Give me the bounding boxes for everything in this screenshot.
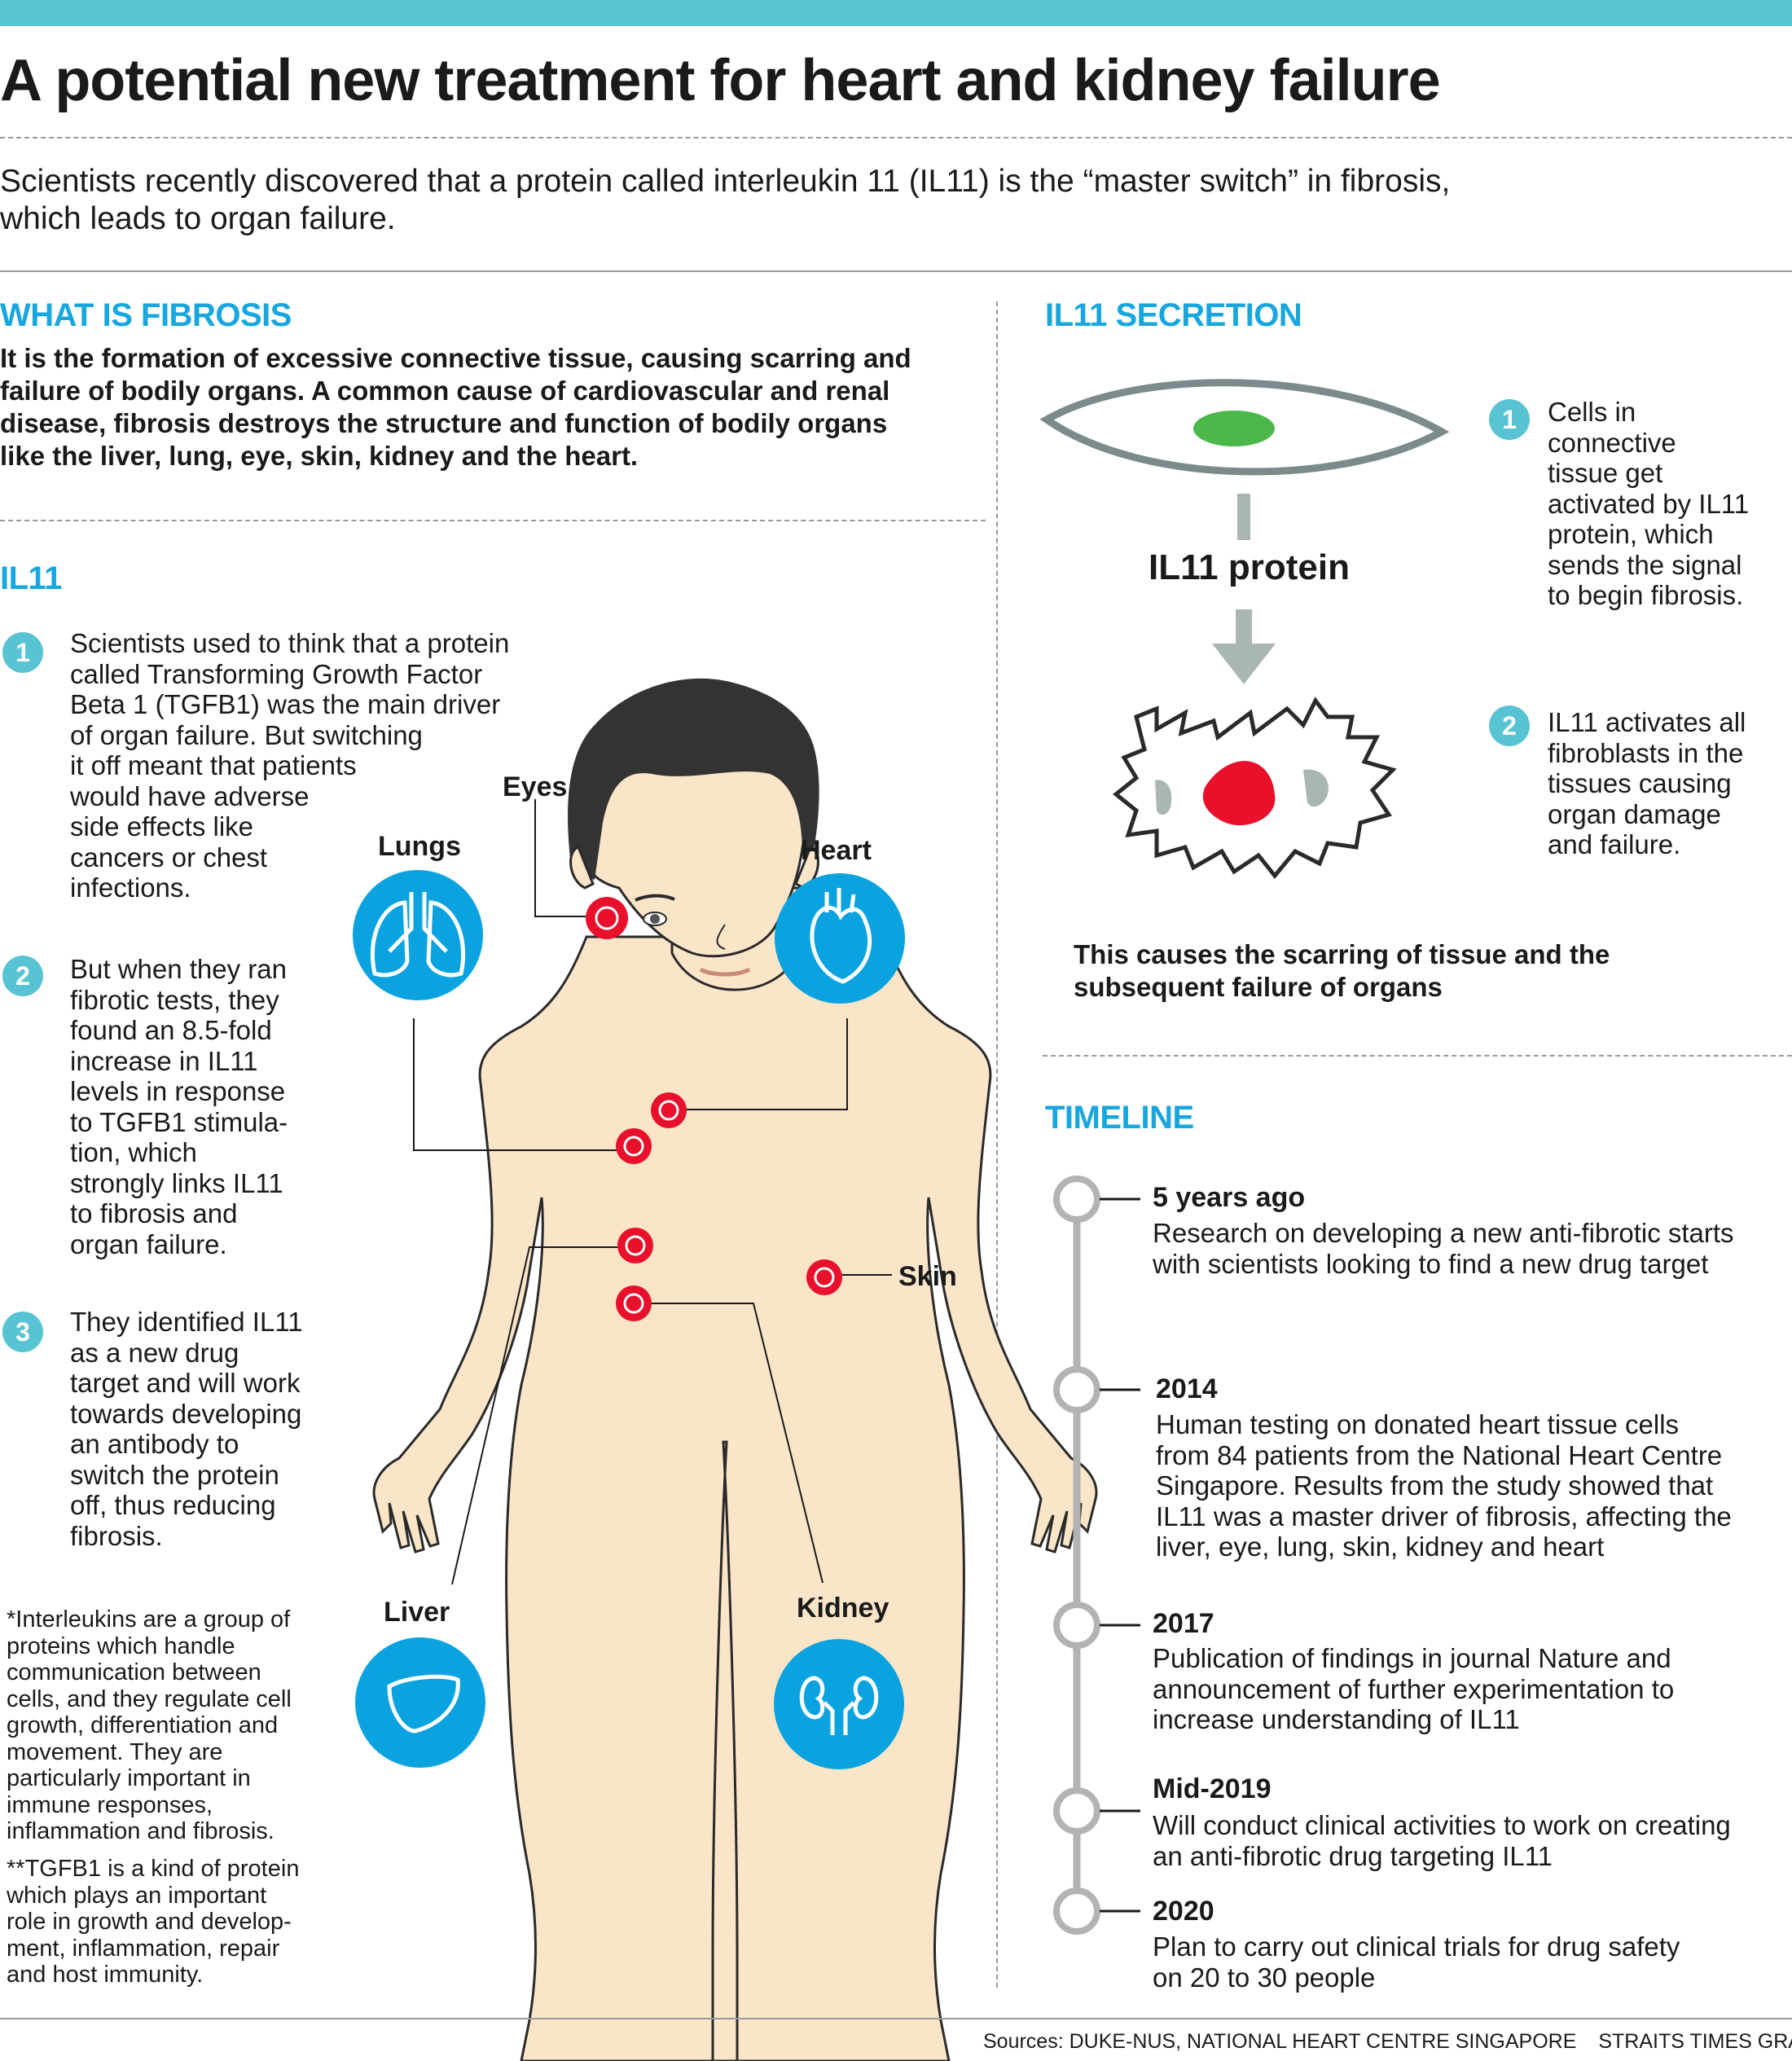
secretion-step-text: Cells in connective tissue get activated… — [1548, 397, 1750, 610]
title-divider — [0, 137, 1792, 138]
timeline-year: Mid-2019 — [1153, 1773, 1272, 1804]
il11-point-badge: 1 — [2, 632, 43, 673]
secretion-step-text: IL11 activates all fibroblasts in the ti… — [1548, 707, 1746, 859]
heart-icon — [775, 873, 905, 1004]
footer-divider — [0, 2018, 1792, 2019]
signal-bar — [1237, 494, 1250, 540]
heart-marker-icon — [651, 1092, 687, 1128]
timeline-text: Plan to carry out clinical trials for dr… — [1153, 1931, 1680, 1993]
timeline-year: 2014 — [1156, 1373, 1218, 1404]
timeline-year: 2017 — [1153, 1608, 1214, 1639]
intro-divider — [0, 270, 1792, 272]
interleukin-footnote: *Interleukins are a group of proteins wh… — [7, 1606, 292, 1844]
credit-text: STRAITS TIMES GRAPHICS — [1598, 2030, 1792, 2053]
eyes-label: Eyes — [503, 771, 568, 802]
liver-marker-icon — [617, 1228, 653, 1263]
il11-protein-label: IL11 protein — [1149, 547, 1350, 587]
il11-heading: IL11 — [0, 560, 62, 596]
top-accent-bar — [0, 0, 1792, 26]
timeline-year: 5 years ago — [1153, 1182, 1306, 1213]
secretion-step-badge: 1 — [1489, 399, 1530, 440]
lungs-icon — [353, 870, 483, 1000]
connective-cell-icon — [1039, 379, 1450, 476]
fibrosis-text: It is the formation of excessive connect… — [0, 343, 911, 471]
secretion-divider — [1043, 1055, 1792, 1057]
skin-marker-icon — [806, 1259, 842, 1295]
skin-label: Skin — [898, 1261, 957, 1292]
timeline-text: Human testing on donated heart tissue ce… — [1156, 1409, 1732, 1562]
timeline-track — [1053, 1176, 1140, 1935]
timeline-text: Publication of findings in journal Natur… — [1153, 1643, 1675, 1734]
timeline-text: Will conduct clinical activities to work… — [1153, 1810, 1731, 1871]
sources-text: Sources: DUKE-NUS, NATIONAL HEART CENTRE… — [983, 2030, 1577, 2053]
lungs-marker-icon — [616, 1128, 652, 1164]
timeline-year: 2020 — [1153, 1896, 1214, 1927]
kidney-marker-icon — [616, 1285, 652, 1321]
secretion-conclusion: This causes the scarring of tissue and t… — [1074, 939, 1610, 1002]
intro-text: Scientists recently discovered that a pr… — [0, 164, 1451, 236]
il11-point-text: They identified IL11 as a new drug targe… — [70, 1307, 303, 1551]
il11-point-text: Scientists used to think that a protein … — [70, 628, 510, 903]
fibroblast-icon — [1112, 697, 1397, 879]
kidney-label: Kidney — [797, 1593, 889, 1624]
sources-line: Sources: DUKE-NUS, NATIONAL HEART CENTRE… — [983, 2030, 1792, 2054]
secretion-step-badge: 2 — [1489, 705, 1530, 746]
timeline-heading: TIMELINE — [1045, 1100, 1194, 1136]
fibrosis-divider — [0, 520, 986, 521]
eye-marker-icon — [586, 897, 628, 939]
lungs-label: Lungs — [378, 831, 461, 862]
il11-point-badge: 2 — [2, 956, 43, 996]
tgfb1-footnote: **TGFB1 is a kind of protein which plays… — [7, 1856, 300, 1988]
timeline-text: Research on developing a new anti-fibrot… — [1153, 1218, 1734, 1279]
il11-point-badge: 3 — [2, 1312, 43, 1352]
kidney-icon — [774, 1639, 904, 1769]
fibrosis-heading: WHAT IS FIBROSIS — [0, 297, 292, 333]
column-divider — [996, 301, 998, 1988]
liver-icon — [355, 1637, 485, 1768]
secretion-heading: IL11 SECRETION — [1045, 297, 1302, 333]
page-title: A potential new treatment for heart and … — [0, 48, 1441, 113]
liver-label: Liver — [384, 1597, 450, 1628]
down-arrow-icon — [1212, 609, 1276, 684]
il11-point-text: But when they ran fibrotic tests, they f… — [70, 954, 288, 1259]
human-body-figure — [372, 678, 1098, 2061]
heart-label: Heart — [801, 835, 872, 866]
